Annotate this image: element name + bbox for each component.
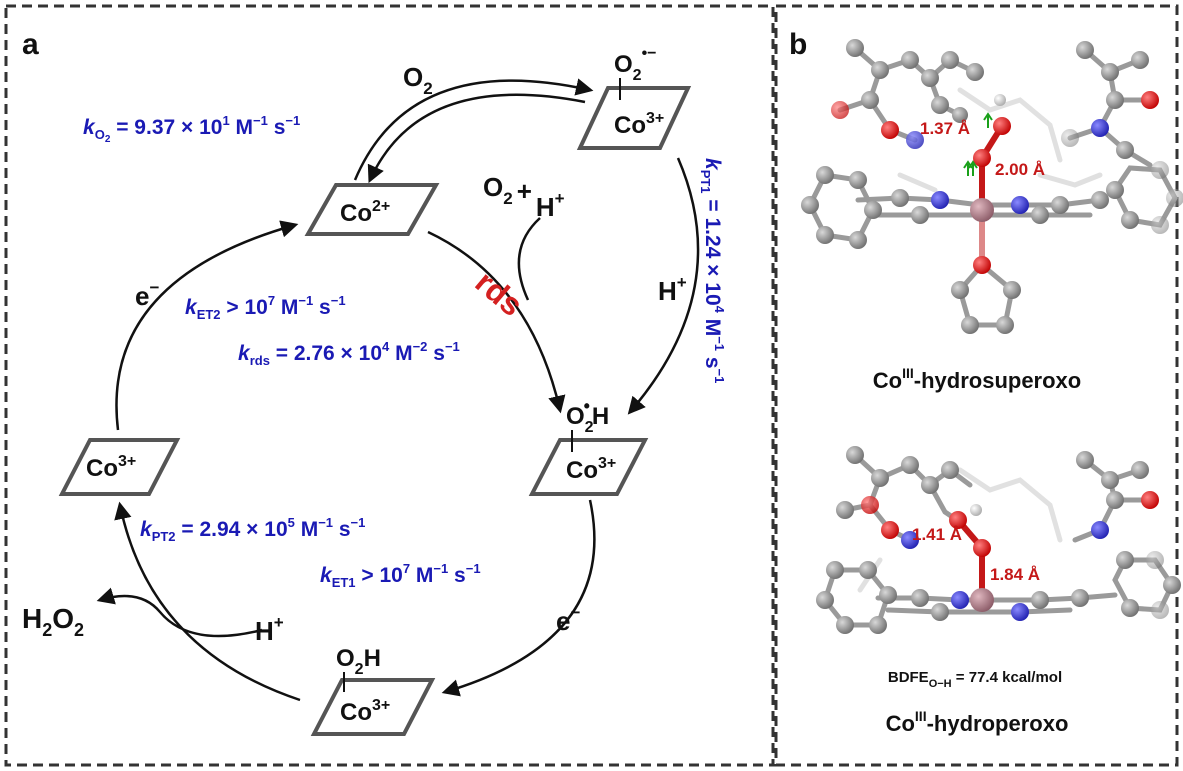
hydroperoxo-structure [816,446,1181,634]
o2-hplus-reagent-label: O2+H+ [483,172,565,222]
hplus-bottom-label: H+ [255,613,284,646]
superoxo-complex-plate [576,86,692,150]
rds-arrow [427,230,566,414]
spin-arrow-icon [983,112,993,128]
h2o2-product-label: H2O2 [22,603,84,640]
top-bond-label-1: 1.37 Å [920,119,970,138]
co3-left-label: Co3+ [86,453,136,482]
hydroperoxo-ligand-label: O2H [336,645,381,678]
co2-label: Co2+ [340,198,390,227]
panel-b-label: b [789,28,807,61]
hydroperoxo-complex-plate [310,678,436,736]
superoxo-co-label: Co3+ [614,110,664,139]
bottom-bond-label-2: 1.84 Å [990,565,1040,584]
et2-arrow [115,220,299,431]
electron-left-label: e− [135,278,159,311]
bottom-bond-label-1: 1.41 Å [912,525,962,544]
atom-spheres [816,446,1181,634]
top-structure-name: CoIII-hydrosuperoxo [873,365,1081,393]
co2-complex-plate [304,183,440,236]
o2-reagent-label: O2 [403,62,433,98]
pt2-arrow [114,501,301,702]
panel-a-label: a [22,28,39,61]
o2-hplus-input-arrow [517,217,541,301]
rate-ket2: kET2 > 107 M−1 s−1 [185,293,346,322]
bdfe-label: BDFEO−H = 77.4 kcal/mol [888,669,1062,690]
atom-spheres [801,39,1183,334]
top-bond-label-2: 2.00 Å [995,160,1045,179]
pt1-arrow [627,157,700,415]
spin-arrow-icon [968,160,978,176]
co3-complex-plate [58,438,181,496]
hydrosuperoxo-structure [801,39,1183,334]
panel-a-frame [4,4,775,767]
et1-arrow [441,499,596,697]
hydrosuperoxo-ligand-label: O2•H [566,396,609,436]
rate-kpt2: kPT2 = 2.94 × 105 M−1 s−1 [140,515,365,544]
rate-krds: krds = 2.76 × 104 M−2 s−1 [238,339,460,368]
o2-release-arrow [367,93,586,184]
bottom-structure-name: CoIII-hydroperoxo [886,708,1069,736]
hydrosuperoxo-complex-plate [528,438,649,496]
rate-kpt1: kPT1 = 1.24 × 104 M−1 s−1 [698,158,727,383]
panel-b-frame [774,4,1179,767]
h2o2-release-arrow [96,587,263,638]
rate-ko2: kO2 = 9.37 × 101 M−1 s−1 [83,113,300,145]
hydrosuperoxo-co-label: Co3+ [566,455,616,484]
catalytic-cycle: Co2+ O2•− Co3+ O2•H Co3+ Co3+ O2H Co3+ [22,45,727,736]
o2-binding-arrow [353,78,594,181]
hplus-right-label: H+ [658,273,687,306]
electron-right-label: e− [556,603,580,636]
hydroperoxo-co-label: Co3+ [340,697,390,726]
rate-ket1: kET1 > 107 M−1 s−1 [320,561,481,590]
superoxo-ligand-label: O2•− [614,45,657,84]
